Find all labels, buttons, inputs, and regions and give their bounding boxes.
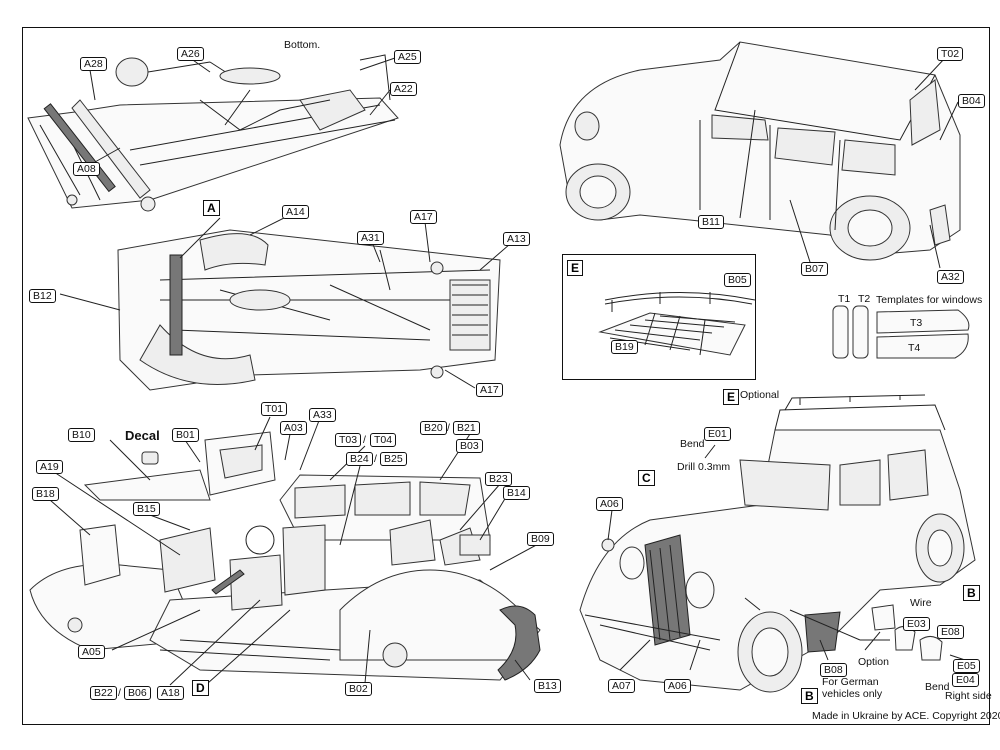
section-marker-d: D: [192, 680, 209, 696]
part-label: A13: [503, 232, 530, 246]
part-label: B25: [380, 452, 407, 466]
part-label: B23: [485, 472, 512, 486]
part-label: A17: [410, 210, 437, 224]
slash: /: [363, 434, 366, 446]
section-marker-c: C: [638, 470, 655, 486]
drill-caption: Drill 0.3mm: [677, 461, 731, 473]
wire-caption: Wire: [910, 597, 932, 609]
part-label: B06: [124, 686, 151, 700]
part-label: A03: [280, 421, 307, 435]
bend-caption: Bend: [680, 438, 705, 450]
part-label: B09: [527, 532, 554, 546]
part-label: A18: [157, 686, 184, 700]
part-label: A22: [390, 82, 417, 96]
part-label: A08: [73, 162, 100, 176]
part-label: B20: [420, 421, 447, 435]
section-marker-e-box: E: [567, 260, 584, 276]
part-label: T02: [937, 47, 964, 61]
section-marker-b-rear: B: [963, 585, 980, 601]
part-label: B18: [32, 487, 59, 501]
part-label: E08: [937, 625, 964, 639]
slash: /: [374, 453, 377, 465]
part-label: A25: [394, 50, 421, 64]
part-label: T01: [261, 402, 288, 416]
bottom-view-caption: Bottom.: [284, 39, 321, 51]
part-label: T03: [335, 433, 362, 447]
part-label: A28: [80, 57, 107, 71]
bend-caption-2: Bend: [925, 681, 950, 693]
part-label: A05: [78, 645, 105, 659]
drawing-frame: [22, 27, 990, 725]
part-label: B14: [503, 486, 530, 500]
part-label: T04: [370, 433, 397, 447]
template-label: T1: [838, 293, 851, 305]
template-label: T4: [908, 342, 921, 354]
part-label: E05: [953, 659, 980, 673]
template-label: T2: [858, 293, 871, 305]
part-label: B02: [345, 682, 372, 696]
part-label: A14: [282, 205, 309, 219]
part-label: B08: [820, 663, 847, 677]
part-label: A06: [596, 497, 623, 511]
car-body-rear-view-drawing: [559, 41, 961, 261]
part-label: E04: [952, 673, 979, 687]
part-label: A32: [937, 270, 964, 284]
part-label: B10: [68, 428, 95, 442]
part-label: B13: [534, 679, 561, 693]
optional-caption: Optional: [740, 389, 780, 401]
car-front-view-drawing: [579, 394, 976, 693]
part-label: A19: [36, 460, 63, 474]
part-label: B05: [724, 273, 751, 287]
slash: /: [447, 422, 450, 434]
section-marker-b-front: B: [801, 688, 818, 704]
roof-rack-drawing: [598, 292, 756, 356]
part-label: B19: [611, 340, 638, 354]
part-label: A26: [177, 47, 204, 61]
roof-rack-inset-box: [562, 254, 756, 380]
templates-caption: Templates for windows: [876, 294, 983, 306]
bottom-chassis-drawing: [27, 54, 399, 212]
chassis-frame-drawing: [117, 229, 501, 391]
part-label: A07: [608, 679, 635, 693]
part-label: E01: [704, 427, 731, 441]
slash: /: [118, 687, 121, 699]
section-marker-a: A: [203, 200, 220, 216]
part-label: B07: [801, 262, 828, 276]
interior-assembly-drawing: [29, 431, 541, 681]
part-label: A17: [476, 383, 503, 397]
part-label: B22: [90, 686, 117, 700]
window-templates-drawing: [832, 305, 970, 359]
german-vehicles-caption: For German vehicles only: [822, 676, 883, 700]
part-label: A06: [664, 679, 691, 693]
part-label: A31: [357, 231, 384, 245]
part-label: B03: [456, 439, 483, 453]
section-marker-e: E: [723, 389, 740, 405]
made-in-caption: Made in Ukraine by ACE. Copyright 2020.: [812, 710, 1000, 722]
template-label: T3: [910, 317, 923, 329]
part-label: B01: [172, 428, 199, 442]
option-caption: Option: [858, 656, 889, 668]
part-label: B21: [453, 421, 480, 435]
right-side-caption: Right side: [945, 690, 992, 702]
part-label: E03: [903, 617, 930, 631]
part-label: B15: [133, 502, 160, 516]
decal-caption: Decal: [125, 428, 160, 443]
part-label: B04: [958, 94, 985, 108]
part-label: B11: [698, 215, 724, 229]
part-label: B12: [29, 289, 56, 303]
part-label: B24: [346, 452, 373, 466]
part-label: A33: [309, 408, 336, 422]
